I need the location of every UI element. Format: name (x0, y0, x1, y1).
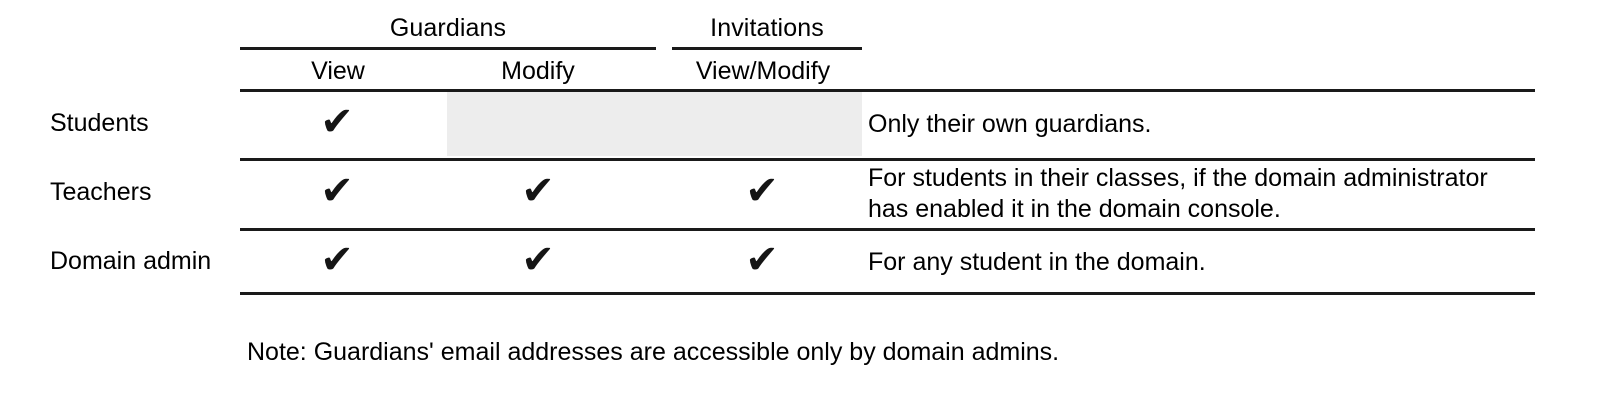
description-domain-admin: For any student in the domain. (868, 247, 1528, 278)
row-label-teachers: Teachers (50, 178, 152, 206)
column-header-modify: Modify (501, 57, 575, 85)
description-line: For students in their classes, if the do… (868, 164, 1488, 192)
description-line: Only their own guardians. (868, 110, 1152, 138)
column-group-rule-guardians (240, 47, 656, 50)
cell-domain-admin-guardians-view: ✔ (320, 237, 354, 283)
description-line: has enabled it in the domain console. (868, 195, 1281, 223)
column-group-header-invitations: Invitations (710, 14, 824, 42)
column-header-view: View (311, 57, 365, 85)
table-rule-after-teachers (240, 228, 1535, 231)
description-line: For any student in the domain. (868, 248, 1206, 276)
row-label-domain-admin: Domain admin (50, 247, 212, 275)
cell-domain-admin-invitations-view-modify: ✔ (745, 237, 779, 283)
column-group-header-guardians: Guardians (389, 14, 507, 42)
column-group-rule-invitations (672, 47, 862, 50)
table-rule-top (240, 89, 1535, 92)
table-rule-after-students (240, 158, 1535, 161)
disabled-cell-shading-students (447, 92, 862, 156)
cell-students-guardians-view: ✔ (320, 99, 354, 145)
cell-teachers-guardians-view: ✔ (320, 168, 354, 214)
table-rule-bottom (240, 292, 1535, 295)
column-header-view-modify: View/Modify (695, 57, 831, 85)
cell-domain-admin-guardians-modify: ✔ (521, 237, 555, 283)
cell-teachers-invitations-view-modify: ✔ (745, 168, 779, 214)
description-teachers: For students in their classes, if the do… (868, 163, 1528, 225)
description-students: Only their own guardians. (868, 109, 1528, 140)
row-label-students: Students (50, 109, 149, 137)
cell-teachers-guardians-modify: ✔ (521, 168, 555, 214)
table-footnote: Note: Guardians' email addresses are acc… (247, 338, 1060, 366)
